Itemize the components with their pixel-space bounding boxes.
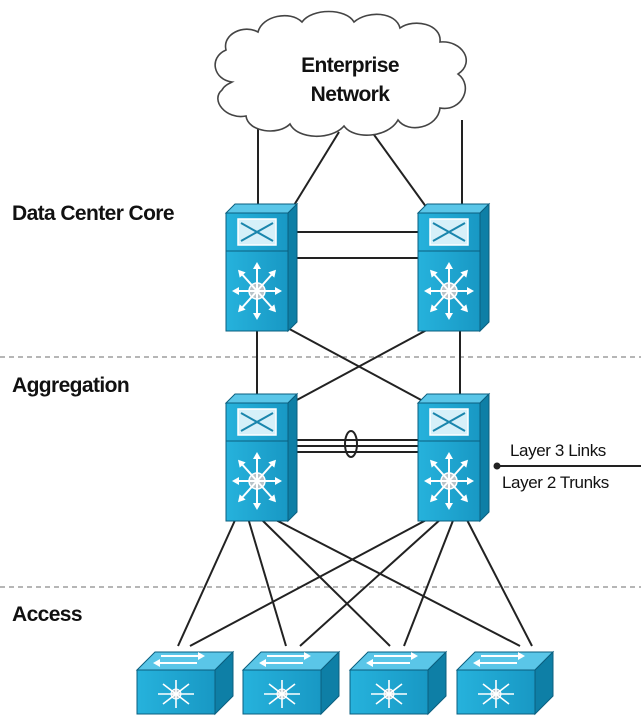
access-switch-4	[455, 650, 555, 716]
access-switch-3	[348, 650, 448, 716]
link-aggr-acc3	[403, 517, 455, 647]
link-aggr-acc2	[299, 517, 443, 647]
legend-dot	[493, 462, 501, 470]
cloud-icon: Enterprise Network	[214, 10, 468, 137]
core-switch-left	[224, 202, 299, 333]
cloud-label-line1: Enterprise	[301, 54, 399, 77]
cloud-label-line2: Network	[311, 83, 391, 106]
link-aggl-acc3	[259, 517, 391, 647]
link-aggl-acc4	[271, 517, 521, 647]
layer-label-aggregation: Aggregation	[12, 374, 129, 397]
access-switch-1	[135, 650, 235, 716]
link-aggr-acc4	[465, 517, 533, 647]
legend-label-layer3: Layer 3 Links	[510, 441, 606, 460]
legend-label-layer2: Layer 2 Trunks	[502, 473, 609, 492]
aggregation-switch-left	[224, 392, 299, 523]
core-switch-right	[416, 202, 491, 333]
links	[177, 120, 533, 647]
link-cloud-core-right-a	[371, 131, 433, 216]
link-aggr-acc1	[189, 517, 431, 647]
aggregation-switch-right	[416, 392, 491, 523]
layer-label-access: Access	[12, 603, 82, 626]
access-switch-2	[241, 650, 341, 716]
link-core-right-agg-left	[281, 324, 437, 409]
link-aggl-acc1	[177, 517, 237, 647]
link-cloud-core-left-b	[287, 131, 340, 216]
port-channel-icon	[344, 430, 358, 458]
link-aggl-acc2	[247, 517, 287, 647]
layer-label-core: Data Center Core	[12, 202, 174, 225]
